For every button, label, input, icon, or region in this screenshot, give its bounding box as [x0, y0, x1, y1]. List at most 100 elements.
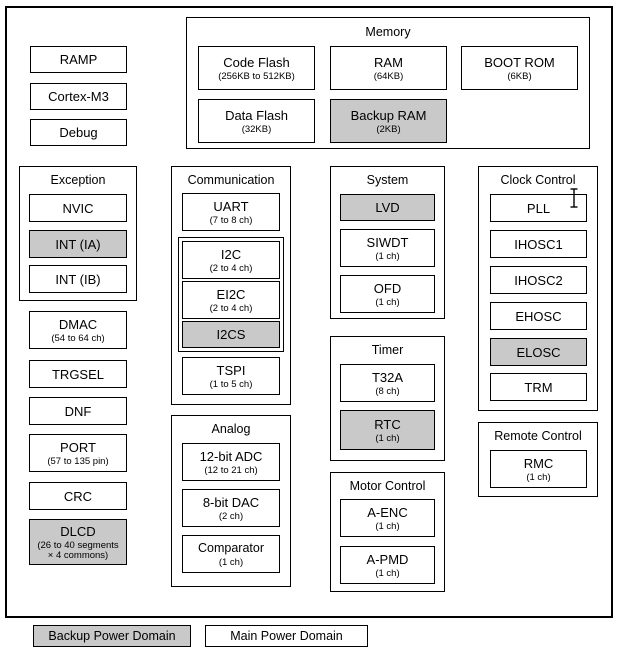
- block-siwdt[interactable]: SIWDT (1 ch): [340, 229, 435, 267]
- block-label: EHOSC: [515, 308, 562, 324]
- block-label: 12-bit ADC: [199, 448, 263, 464]
- block-backup-ram[interactable]: Backup RAM (2KB): [330, 99, 447, 143]
- block-comparator[interactable]: Comparator (1 ch): [182, 535, 280, 573]
- block-t32a[interactable]: T32A (8 ch): [340, 364, 435, 402]
- block-label: Cortex-M3: [48, 89, 109, 104]
- block-ehosc[interactable]: EHOSC: [490, 302, 587, 330]
- block-label: TRGSEL: [51, 366, 104, 382]
- block-label: OFD: [373, 280, 402, 296]
- block-ei2c[interactable]: EI2C (2 to 4 ch): [182, 281, 280, 319]
- block-trm[interactable]: TRM: [490, 373, 587, 401]
- block-label: I2C: [220, 246, 242, 262]
- block-elosc[interactable]: ELOSC: [490, 338, 587, 366]
- block-sublabel: (26 to 40 segments: [37, 539, 119, 551]
- block-int-ib[interactable]: INT (IB): [29, 265, 127, 293]
- block-sublabel: (2 ch): [218, 510, 244, 522]
- legend-label: Main Power Domain: [230, 629, 343, 643]
- block-sublabel: (2 to 4 ch): [209, 302, 253, 314]
- block-data-flash[interactable]: Data Flash (32KB): [198, 99, 315, 143]
- block-sublabel: (1 ch): [375, 250, 400, 262]
- block-label: RAM: [374, 54, 403, 70]
- legend-label: Backup Power Domain: [48, 629, 176, 643]
- block-sublabel: (8 ch): [375, 385, 400, 397]
- block-label: Data Flash: [225, 107, 288, 123]
- block-label: INT (IA): [55, 236, 101, 252]
- block-ram[interactable]: RAM (64KB): [330, 46, 447, 90]
- block-rmc[interactable]: RMC (1 ch): [490, 450, 587, 488]
- block-12-bit-adc[interactable]: 12-bit ADC (12 to 21 ch): [182, 443, 280, 481]
- block-ihosc1[interactable]: IHOSC1: [490, 230, 587, 258]
- panel-title-clock-control: Clock Control: [500, 173, 576, 187]
- block-label: IHOSC1: [514, 236, 563, 252]
- block-label: Comparator: [198, 540, 264, 555]
- block-port[interactable]: PORT (57 to 135 pin): [29, 434, 127, 472]
- block-trgsel[interactable]: TRGSEL: [29, 360, 127, 388]
- block-label: DMAC: [58, 316, 98, 332]
- block-label: DNF: [64, 403, 92, 419]
- text-cursor-icon: [570, 188, 578, 208]
- block-tspi[interactable]: TSPI (1 to 5 ch): [182, 357, 280, 395]
- panel-title-motor-control: Motor Control: [349, 479, 426, 493]
- block-label: TRM: [524, 379, 553, 395]
- block-label: NVIC: [62, 200, 94, 216]
- block-sublabel: (1 ch): [375, 432, 400, 444]
- block-label: Backup RAM: [350, 107, 427, 123]
- block-rtc[interactable]: RTC (1 ch): [340, 410, 435, 450]
- block-i2cs[interactable]: I2CS: [182, 321, 280, 348]
- block-label: Code Flash: [223, 54, 290, 70]
- panel-title-timer: Timer: [371, 343, 404, 357]
- block-int-ia[interactable]: INT (IA): [29, 230, 127, 258]
- block-label: ELOSC: [516, 344, 561, 360]
- block-sublabel: (7 to 8 ch): [209, 214, 253, 226]
- block-sublabel: (1 ch): [375, 520, 400, 532]
- block-ramp[interactable]: RAMP: [30, 46, 127, 73]
- block-label: UART: [213, 198, 249, 214]
- block-sublabel: (2KB): [376, 123, 401, 135]
- block-label: BOOT ROM: [484, 54, 555, 70]
- block-a-pmd[interactable]: A-PMD (1 ch): [340, 546, 435, 584]
- block-label: IHOSC2: [514, 272, 563, 288]
- block-code-flash[interactable]: Code Flash (256KB to 512KB): [198, 46, 315, 90]
- block-dlcd[interactable]: DLCD (26 to 40 segments × 4 commons): [29, 519, 127, 565]
- block-sublabel: (1 ch): [526, 471, 551, 483]
- panel-title-memory: Memory: [365, 25, 411, 39]
- block-sublabel: (12 to 21 ch): [204, 464, 258, 476]
- block-sublabel: (1 ch): [218, 556, 244, 568]
- block-ihosc2[interactable]: IHOSC2: [490, 266, 587, 294]
- block-ofd[interactable]: OFD (1 ch): [340, 275, 435, 313]
- panel-title-remote-control: Remote Control: [494, 429, 582, 443]
- block-a-enc[interactable]: A-ENC (1 ch): [340, 499, 435, 537]
- block-sublabel: (256KB to 512KB): [218, 70, 295, 82]
- block-crc[interactable]: CRC: [29, 482, 127, 510]
- block-8-bit-dac[interactable]: 8-bit DAC (2 ch): [182, 489, 280, 527]
- block-nvic[interactable]: NVIC: [29, 194, 127, 222]
- block-label: SIWDT: [366, 234, 409, 250]
- block-sublabel: (6KB): [507, 70, 532, 82]
- block-sublabel: (1 ch): [375, 296, 400, 308]
- block-dmac[interactable]: DMAC (54 to 64 ch): [29, 311, 127, 349]
- block-lvd[interactable]: LVD: [340, 194, 435, 221]
- block-label: INT (IB): [55, 271, 101, 287]
- block-label: A-PMD: [366, 551, 409, 567]
- block-label: 8-bit DAC: [202, 494, 260, 510]
- block-label: A-ENC: [367, 504, 408, 520]
- block-label: Debug: [59, 125, 98, 140]
- block-sublabel: (64KB): [373, 70, 404, 82]
- block-sublabel: (1 ch): [375, 567, 400, 579]
- block-uart[interactable]: UART (7 to 8 ch): [182, 193, 280, 231]
- block-cortex-m3[interactable]: Cortex-M3: [30, 83, 127, 110]
- block-dnf[interactable]: DNF: [29, 397, 127, 425]
- panel-title-system: System: [366, 173, 409, 187]
- block-sublabel: (54 to 64 ch): [51, 332, 105, 344]
- block-sublabel: (32KB): [241, 123, 272, 135]
- block-pll[interactable]: PLL: [490, 194, 587, 222]
- block-label: RAMP: [59, 52, 98, 67]
- legend-main-power-domain: Main Power Domain: [205, 625, 368, 647]
- block-debug[interactable]: Debug: [30, 119, 127, 146]
- block-boot-rom[interactable]: BOOT ROM (6KB): [461, 46, 578, 90]
- block-i2c[interactable]: I2C (2 to 4 ch): [182, 241, 280, 279]
- legend-backup-power-domain: Backup Power Domain: [33, 625, 191, 647]
- block-label: TSPI: [216, 362, 246, 378]
- block-sublabel-2: × 4 commons): [47, 549, 109, 561]
